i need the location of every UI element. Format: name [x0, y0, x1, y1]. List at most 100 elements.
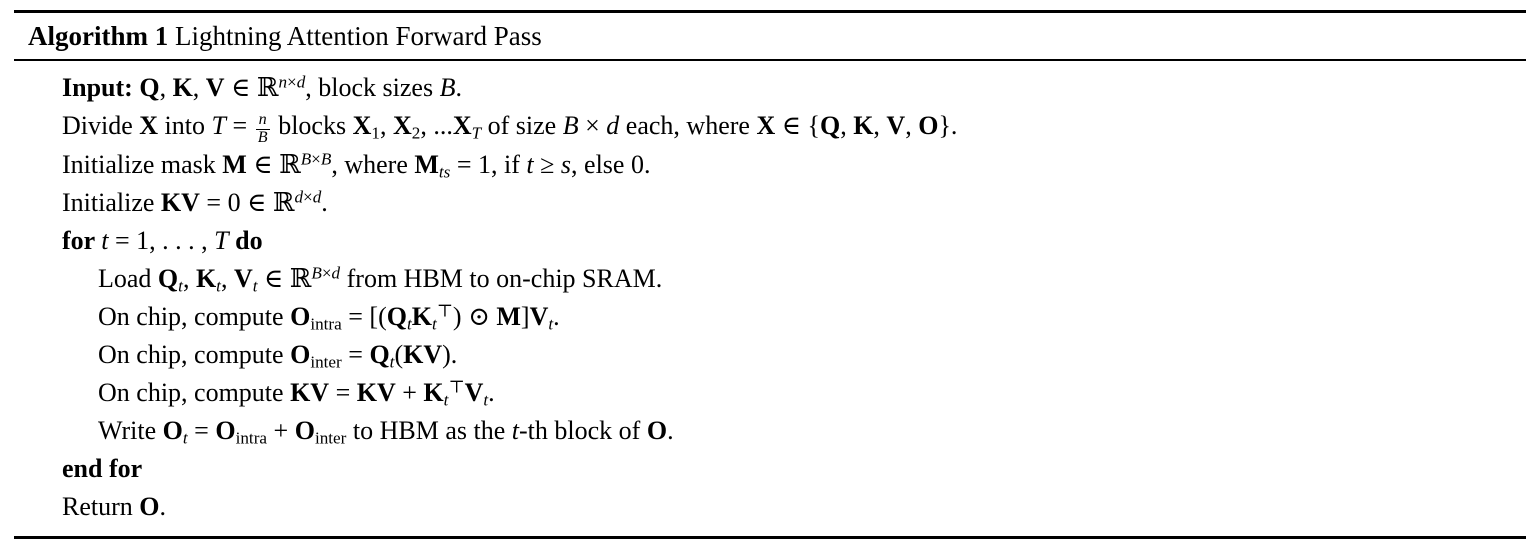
text-segment: O: [646, 416, 668, 446]
text-segment: ×: [287, 71, 297, 91]
text-segment: ×: [311, 149, 321, 169]
text-segment: t: [526, 150, 534, 180]
text-segment: t: [389, 352, 395, 372]
text-segment: d: [331, 263, 341, 283]
text-segment: V: [205, 72, 225, 102]
text-segment: ∈ ℝ: [257, 264, 312, 294]
text-segment: V: [529, 302, 549, 332]
text-segment: B: [562, 110, 579, 140]
algorithm-line: Write Ot = Ointra + Ointer to HBM as the…: [14, 412, 1526, 450]
text-segment: ,: [182, 264, 196, 294]
text-segment: (: [394, 340, 404, 370]
text-segment: s: [560, 150, 572, 180]
text-segment: inter: [310, 352, 342, 372]
text-segment: Input:: [62, 72, 140, 102]
text-segment: 2: [411, 122, 421, 142]
text-segment: t: [511, 416, 520, 446]
text-segment: intra: [235, 428, 268, 448]
text-segment: Write: [98, 416, 163, 446]
text-segment: KV: [356, 378, 396, 408]
algorithm-title: Lightning Attention Forward Pass: [174, 21, 542, 51]
text-segment: .: [488, 378, 495, 408]
text-segment: ≥: [533, 150, 561, 180]
text-segment: ,: [840, 110, 854, 140]
algorithm-line: On chip, compute Ointra = [(QtKt⊤) ⊙ M]V…: [14, 298, 1526, 336]
text-segment: to HBM as the: [346, 416, 512, 446]
text-segment: ,: [873, 110, 887, 140]
text-segment: +: [395, 378, 424, 408]
text-segment: T: [211, 110, 226, 140]
text-segment: KV: [403, 340, 443, 370]
text-segment: t: [443, 390, 449, 410]
text-segment: ,: [220, 264, 234, 294]
text-segment: T: [471, 122, 482, 142]
algorithm-line: for t = 1, . . . , T do: [14, 222, 1526, 260]
text-segment: =: [329, 378, 357, 408]
algorithm-figure: Algorithm 1 Lightning Attention Forward …: [14, 10, 1526, 540]
text-segment: KV: [290, 378, 330, 408]
text-segment: -th block of: [519, 416, 647, 446]
text-segment: =: [225, 110, 254, 140]
text-segment: K: [411, 302, 432, 332]
text-segment: = 1, if: [450, 150, 527, 180]
text-segment: K: [172, 72, 193, 102]
text-segment: X: [452, 110, 472, 140]
text-segment: O: [162, 416, 183, 446]
text-segment: V: [886, 110, 906, 140]
algorithm-line: Initialize KV = 0 ∈ ℝd×d.: [14, 184, 1526, 222]
text-segment: do: [228, 226, 263, 256]
text-segment: , block sizes: [305, 72, 440, 102]
text-segment: K: [423, 378, 444, 408]
text-segment: .: [553, 302, 560, 332]
text-segment: ×: [578, 110, 607, 140]
algorithm-body: Input: Q, K, V ∈ ℝn×d, block sizes B.Div…: [14, 61, 1526, 537]
text-segment: }.: [938, 110, 958, 140]
text-segment: M: [496, 302, 521, 332]
text-segment: ∈ ℝ: [246, 150, 301, 180]
bottom-rule: [14, 536, 1526, 540]
text-segment: of size: [481, 110, 563, 140]
top-rule: [14, 10, 1526, 13]
text-segment: Q: [819, 110, 841, 140]
text-segment: t: [548, 314, 554, 334]
text-segment: ∈ {: [775, 110, 820, 140]
text-segment: t: [182, 428, 188, 448]
text-segment: O: [290, 340, 311, 370]
text-segment: ts: [438, 162, 451, 182]
text-segment: Divide: [62, 110, 140, 140]
text-segment: B: [320, 149, 332, 169]
text-segment: Load: [98, 264, 158, 294]
text-segment: ,: [192, 72, 206, 102]
text-segment: O: [139, 492, 160, 522]
text-segment: ]: [520, 302, 530, 332]
text-segment: B: [311, 263, 322, 283]
text-segment: X: [352, 110, 372, 140]
text-segment: ×: [321, 263, 332, 283]
text-segment: t: [483, 390, 489, 410]
text-segment: t: [406, 314, 412, 334]
text-segment: ⊤: [436, 301, 453, 321]
text-segment: t: [101, 226, 109, 256]
text-segment: inter: [314, 428, 347, 448]
text-segment: O: [290, 302, 311, 332]
algorithm-line: Initialize mask M ∈ ℝB×B, where Mts = 1,…: [14, 146, 1526, 184]
text-segment: X: [139, 110, 159, 140]
text-segment: V: [233, 264, 253, 294]
algorithm-line: On chip, compute Ointer = Qt(KV).: [14, 336, 1526, 374]
algorithm-line: On chip, compute KV = KV + Kt⊤Vt.: [14, 374, 1526, 412]
text-segment: .: [159, 492, 167, 522]
text-segment: K: [853, 110, 874, 140]
text-segment: K: [195, 264, 217, 294]
text-segment: +: [267, 416, 295, 446]
text-segment: t: [252, 276, 258, 296]
text-segment: 1: [371, 122, 380, 142]
text-segment: X: [392, 110, 412, 140]
text-segment: .: [321, 188, 328, 218]
text-segment: = [(: [341, 302, 387, 332]
algorithm-label: Algorithm 1: [28, 21, 169, 51]
text-segment: for: [62, 226, 102, 256]
text-segment: On chip, compute: [98, 302, 291, 332]
text-segment: ∈ ℝ: [224, 72, 279, 102]
text-segment: = 0 ∈ ℝ: [199, 188, 295, 218]
